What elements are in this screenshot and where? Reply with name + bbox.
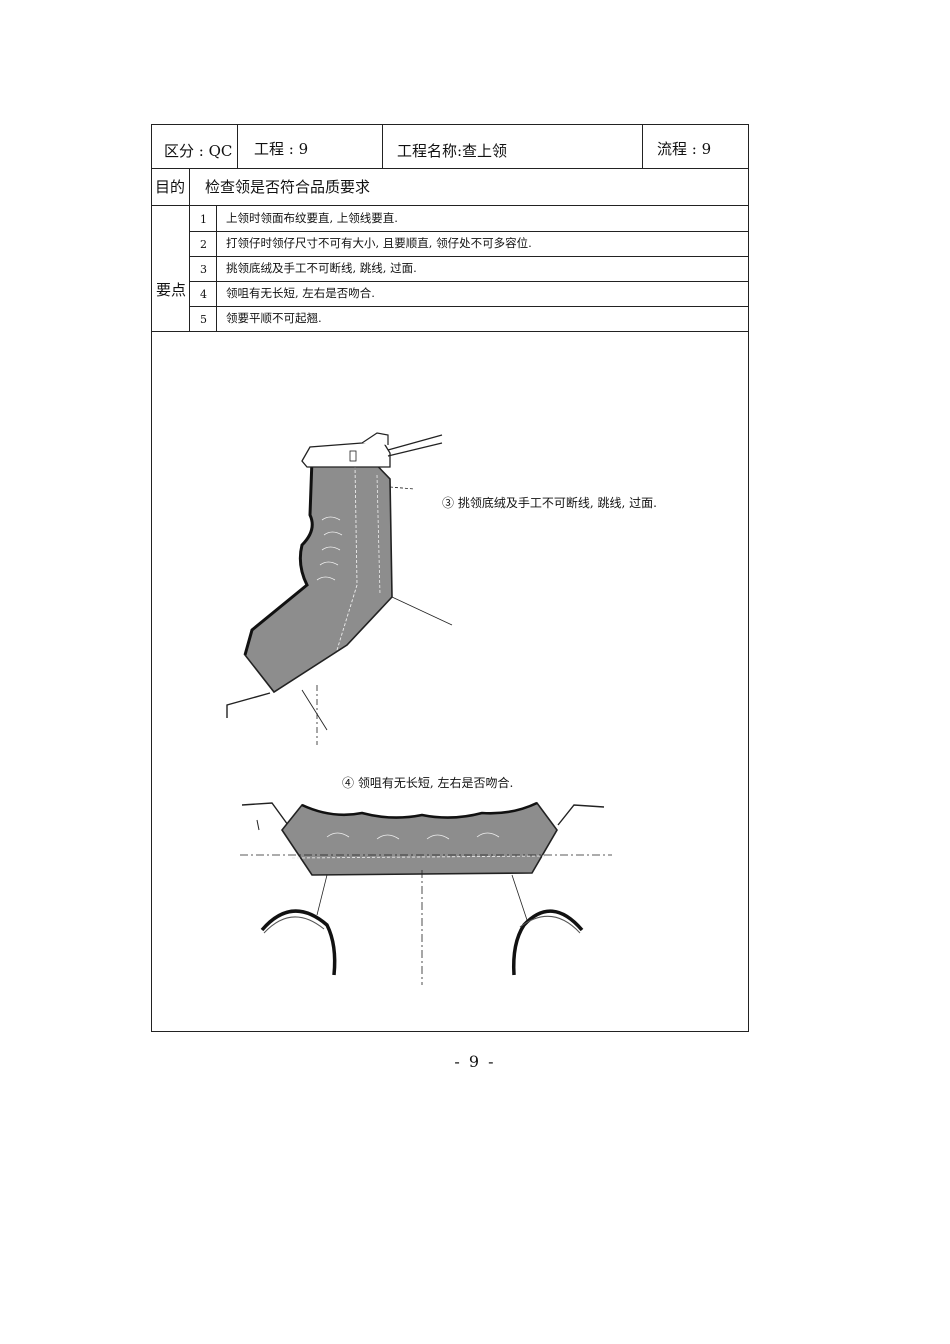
point-number: 2 bbox=[200, 238, 207, 251]
collar-sewing-illustration bbox=[226, 432, 453, 745]
flow-label: 流程 : 9 bbox=[657, 140, 712, 158]
point-number: 3 bbox=[200, 263, 207, 276]
key-points-label: 要点 bbox=[156, 281, 187, 299]
point-number: 5 bbox=[200, 313, 207, 326]
header-divider bbox=[152, 168, 748, 169]
point-divider-3 bbox=[189, 281, 748, 282]
note-upper: ③ 挑领底绒及手工不可断线, 跳线, 过面. bbox=[442, 496, 657, 510]
process-label: 工程 : 9 bbox=[254, 140, 309, 158]
note-lower: ④ 领咀有无长短, 左右是否吻合. bbox=[342, 776, 514, 790]
label-column bbox=[189, 168, 190, 331]
point-text: 挑领底绒及手工不可断线, 跳线, 过面. bbox=[226, 261, 417, 275]
collar-illustrations bbox=[226, 432, 612, 985]
header-col-3 bbox=[642, 125, 643, 168]
point-divider-2 bbox=[189, 256, 748, 257]
page-number: - 9 - bbox=[454, 1052, 496, 1071]
number-column bbox=[216, 205, 217, 331]
point-text: 上领时领面布纹要直, 上领线要直. bbox=[226, 211, 398, 225]
process-name: 工程名称:查上领 bbox=[397, 142, 508, 160]
point-number: 4 bbox=[200, 288, 207, 301]
point-divider-1 bbox=[189, 231, 748, 232]
purpose-divider bbox=[152, 205, 748, 206]
header-col-2 bbox=[382, 125, 383, 168]
points-bottom-divider bbox=[152, 331, 748, 332]
category-label: 区分 : QC bbox=[164, 142, 233, 160]
point-text: 领要平顺不可起翘. bbox=[226, 311, 322, 325]
header-col-1 bbox=[237, 125, 238, 168]
collar-tips-illustration bbox=[240, 801, 612, 985]
qc-sheet: 区分 : QC 工程 : 9 工程名称:查上领 流程 : 9 目的 检查领是否符… bbox=[151, 124, 749, 1032]
point-number: 1 bbox=[200, 213, 207, 226]
point-divider-4 bbox=[189, 306, 748, 307]
point-text: 打领仔时领仔尺寸不可有大小, 且要顺直, 领仔处不可多容位. bbox=[226, 236, 532, 250]
purpose-label: 目的 bbox=[155, 178, 186, 196]
point-text: 领咀有无长短, 左右是否吻合. bbox=[226, 286, 375, 300]
purpose-text: 检查领是否符合品质要求 bbox=[205, 178, 371, 196]
